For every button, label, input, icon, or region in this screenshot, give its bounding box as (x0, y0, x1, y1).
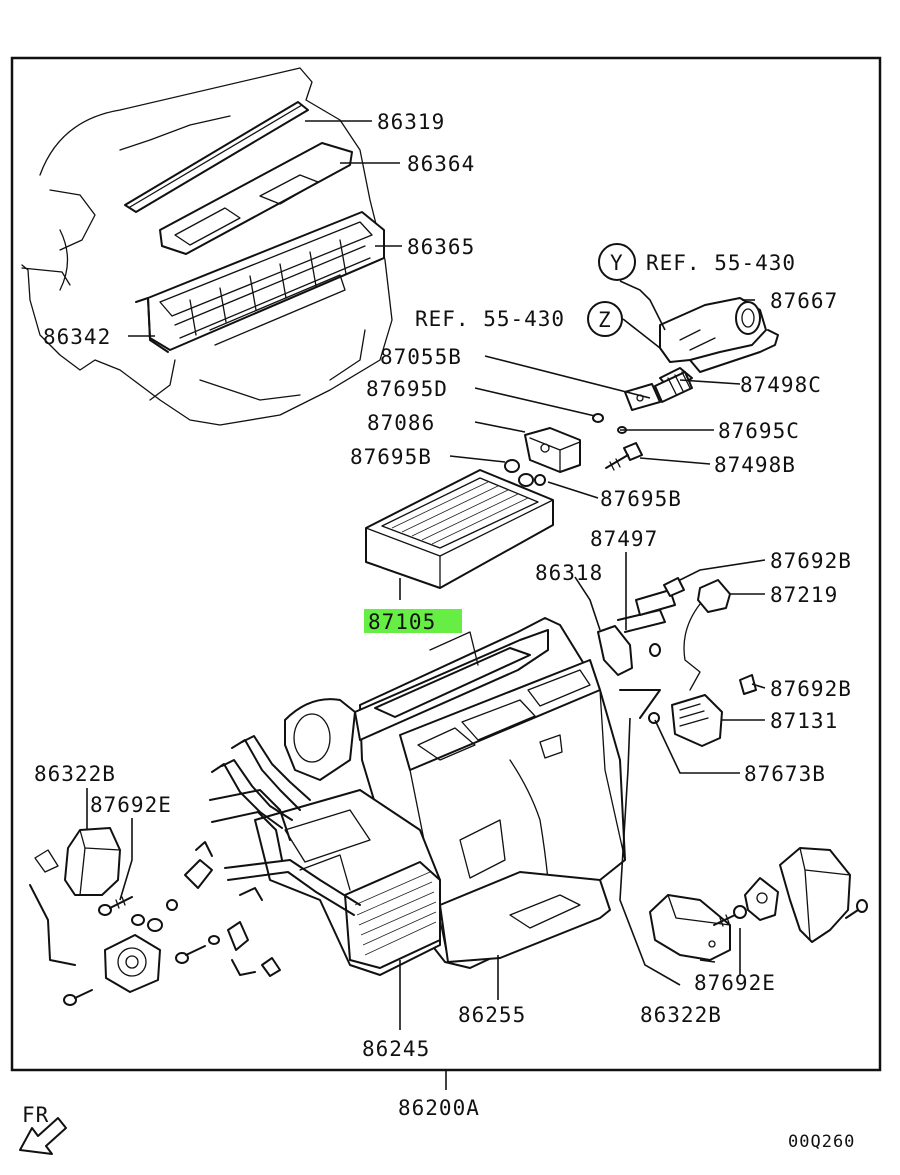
label-86364: 86364 (407, 152, 475, 176)
leader-lines (86, 120, 766, 1090)
label-86365: 86365 (407, 235, 475, 259)
part-86245-drawing (254, 698, 441, 976)
heater-pipes-drawing (209, 735, 361, 916)
part-87105-drawing (365, 469, 554, 589)
part-86319-drawing (124, 101, 309, 213)
label-87086: 87086 (367, 411, 435, 435)
label-87055B: 87055B (380, 345, 462, 369)
right-bracket-drawing (744, 847, 868, 943)
part-labels: 86319 86364 86365 86342 Y REF. 55-430 Z … (22, 110, 855, 1152)
label-87498B: 87498B (714, 453, 796, 477)
label-87695C: 87695C (718, 419, 800, 443)
part-87695B-drawing (504, 459, 546, 487)
label-87131: 87131 (770, 709, 838, 733)
ref-y-circle (598, 243, 636, 281)
label-86318: 86318 (535, 561, 603, 585)
label-87497: 87497 (590, 527, 658, 551)
label-87695B-upper: 87695B (350, 445, 432, 469)
part-87086-drawing (524, 427, 581, 473)
label-87667: 87667 (770, 289, 838, 313)
label-87498C: 87498C (740, 373, 822, 397)
label-86319: 86319 (377, 110, 445, 134)
label-87219: 87219 (770, 583, 838, 607)
ref-y-symbol: Y (610, 251, 624, 275)
part-86364-drawing (159, 142, 353, 255)
label-86342: 86342 (43, 325, 111, 349)
label-86245: 86245 (362, 1037, 430, 1061)
ref-y-text: REF. 55-430 (646, 251, 796, 275)
right-components-drawing (597, 577, 757, 747)
label-87692B-upper: 87692B (770, 549, 852, 573)
part-87055B-drawing (624, 371, 693, 411)
label-87692B-lower: 87692B (770, 677, 852, 701)
diagram-code: 00Q260 (788, 1132, 855, 1152)
front-direction-arrow-icon (19, 1117, 67, 1155)
label-86322B-left: 86322B (34, 762, 116, 786)
part-87692E-right-drawing (713, 905, 747, 927)
part-87695D-drawing (592, 413, 604, 423)
label-87673B: 87673B (744, 762, 826, 786)
ref-z-text: REF. 55-430 (415, 307, 565, 331)
label-87695B-lower: 87695B (600, 487, 682, 511)
label-86322B-right: 86322B (640, 1003, 722, 1027)
ref-z-symbol: Z (598, 308, 612, 332)
part-86322B-left-drawing (34, 827, 121, 896)
dashboard-outline-drawing (21, 67, 393, 426)
label-87695D: 87695D (366, 377, 448, 401)
part-86322B-right-drawing (649, 894, 731, 961)
part-87692E-left-drawing (98, 896, 133, 916)
part-87498B-drawing (605, 442, 643, 471)
ref-z-circle (587, 301, 623, 337)
part-86365-drawing (135, 211, 385, 353)
small-hardware-drawing (29, 841, 281, 1006)
label-fr: FR (22, 1103, 49, 1127)
label-86255: 86255 (458, 1003, 526, 1027)
highlighted-part-marker (364, 609, 462, 633)
label-87692E-right: 87692E (694, 971, 776, 995)
label-87105: 87105 (368, 610, 436, 634)
label-87692E-left: 87692E (90, 793, 172, 817)
label-86200A: 86200A (398, 1096, 480, 1120)
